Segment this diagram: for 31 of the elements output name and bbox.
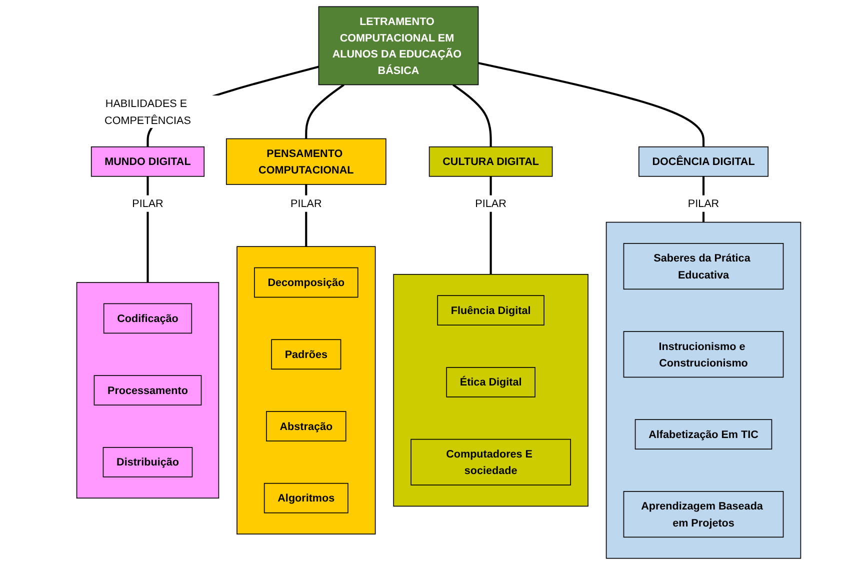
node-box <box>226 138 387 185</box>
connector <box>305 84 345 139</box>
edge-label: PILAR <box>290 196 322 210</box>
node-box <box>624 331 784 378</box>
edge-label: PILAR <box>688 196 720 210</box>
node-box <box>94 375 202 406</box>
node-box <box>410 438 572 486</box>
edge-label: PILAR <box>476 196 507 210</box>
node-box <box>103 447 193 478</box>
node-box <box>104 303 192 334</box>
cluster <box>606 222 802 559</box>
node-box <box>638 146 769 177</box>
node-box <box>437 295 545 326</box>
node-box <box>635 419 772 450</box>
cluster <box>76 282 220 499</box>
node-box <box>271 339 342 370</box>
connector <box>478 62 705 147</box>
node-box <box>624 243 784 290</box>
cluster <box>236 246 376 534</box>
node-box <box>429 146 554 177</box>
node-box <box>318 6 479 86</box>
node-box <box>91 146 205 177</box>
edge-label: PILAR <box>132 196 164 210</box>
node-box <box>264 482 349 514</box>
node-box <box>624 491 784 538</box>
node-box <box>254 267 359 298</box>
node-box <box>266 411 347 442</box>
cluster <box>393 274 589 507</box>
connector <box>452 84 492 147</box>
edge-label: HABILIDADES E COMPETÊNCIAS <box>104 97 192 126</box>
node-box <box>446 367 536 398</box>
